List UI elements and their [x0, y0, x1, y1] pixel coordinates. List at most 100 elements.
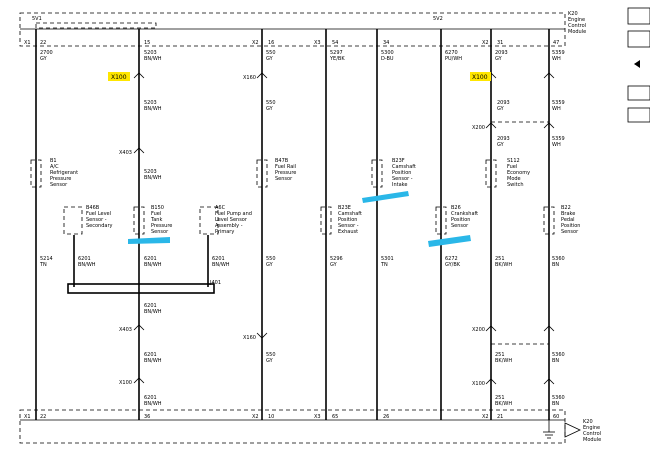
highlight-b150 — [128, 237, 170, 244]
svg-text:BN/WH: BN/WH — [144, 262, 162, 268]
svg-text:5296: 5296 — [330, 256, 343, 262]
svg-text:Pressure: Pressure — [50, 176, 71, 182]
svg-text:Fuel: Fuel — [151, 211, 161, 217]
top-module-id: K20 — [568, 11, 578, 17]
svg-text:Pressure: Pressure — [151, 223, 172, 229]
svg-text:550: 550 — [266, 50, 276, 56]
connector-x100-bottom-left: X100 — [119, 380, 132, 386]
chevron-b22-d — [543, 378, 555, 385]
svg-text:BN/WH: BN/WH — [212, 262, 230, 268]
bottom-pin-22: 22 — [40, 414, 46, 420]
svg-text:B1: B1 — [50, 158, 57, 164]
svg-text:Switch: Switch — [507, 182, 524, 188]
svg-text:TN: TN — [380, 262, 388, 268]
svg-text:BN: BN — [552, 401, 559, 407]
chevron-x100-a — [133, 72, 145, 79]
bottom-module-line1: Engine — [583, 425, 600, 431]
chevron-b22-a — [543, 72, 555, 79]
wire-label-5203-mid: 5203 BN/WH — [144, 100, 162, 112]
top-5v1-region — [35, 22, 157, 29]
chevron-x200-a — [485, 122, 497, 129]
svg-text:GY/BK: GY/BK — [445, 262, 461, 268]
wire-label-6201-low: 6201 BN/WH — [144, 352, 162, 364]
svg-text:Refrigerant: Refrigerant — [50, 170, 78, 176]
label-b46b: B46B Fuel Level Sensor - Secondary — [86, 205, 113, 229]
svg-text:5359: 5359 — [552, 50, 565, 56]
svg-text:GY: GY — [497, 142, 505, 148]
label-b1: B1 A/C Refrigerant Pressure Sensor — [50, 158, 78, 188]
top-pin-x2b: X2 — [482, 40, 489, 46]
wire-label-5214: 5214 TN — [39, 256, 53, 268]
svg-text:GY: GY — [497, 106, 505, 112]
bottom-pin-21: 21 — [497, 414, 503, 420]
ground-icon — [543, 420, 555, 439]
svg-text:5297: 5297 — [330, 50, 343, 56]
svg-text:BN/WH: BN/WH — [78, 262, 96, 268]
svg-text:WH: WH — [552, 106, 561, 112]
svg-text:6270: 6270 — [445, 50, 458, 56]
svg-text:Brake: Brake — [561, 211, 575, 217]
label-b26: B26 Crankshaft Position Sensor — [451, 205, 478, 229]
svg-text:Position: Position — [338, 217, 357, 223]
connector-x403-bottom: X403 — [119, 327, 132, 333]
svg-text:5359: 5359 — [552, 100, 565, 106]
svg-text:550: 550 — [266, 100, 276, 106]
connector-x200-bottom: X200 — [472, 327, 485, 333]
svg-text:Position: Position — [561, 223, 580, 229]
svg-text:BK/WH: BK/WH — [495, 262, 512, 268]
highlight-b23f — [362, 191, 409, 203]
svg-text:Sensor: Sensor — [561, 229, 579, 235]
svg-text:2093: 2093 — [497, 100, 510, 106]
svg-text:Fuel Level: Fuel Level — [86, 211, 111, 217]
bottom-pin-x2: X2 — [252, 414, 259, 420]
svg-text:S112: S112 — [507, 158, 520, 164]
top-pin-34: 34 — [383, 40, 389, 46]
highlight-x100-right — [470, 72, 491, 81]
wire-label-2093-mid: 2093 GY — [497, 100, 510, 112]
box-b46b — [63, 206, 83, 235]
svg-text:Economy: Economy — [507, 170, 530, 176]
svg-text:5203: 5203 — [144, 50, 157, 56]
wire-label-6201-mid: 6201 BN/WH — [144, 303, 162, 315]
svg-text:6201: 6201 — [144, 352, 157, 358]
wire-label-251-bottom: 251 BK/WH — [495, 395, 512, 407]
svg-text:Secondary: Secondary — [86, 223, 113, 229]
chevron-x160-a — [256, 72, 268, 79]
wire-label-6201-a: 6201 BN/WH — [78, 256, 96, 268]
box-b1 — [30, 159, 42, 188]
top-pin-16: 16 — [268, 40, 274, 46]
wire-label-550-bottom: 550 GY — [266, 352, 276, 364]
label-b22: B22 Brake Pedal Position Sensor — [561, 205, 580, 235]
top-pin-22: 22 — [40, 40, 46, 46]
svg-text:A/C: A/C — [50, 164, 59, 170]
chevron-x160-b — [256, 332, 268, 339]
svg-text:GY: GY — [330, 262, 338, 268]
svg-text:Sensor: Sensor — [275, 176, 293, 182]
connector-x160-bottom: X160 — [243, 335, 256, 341]
top-pin-31: 31 — [497, 40, 503, 46]
svg-text:WH: WH — [552, 56, 561, 62]
svg-text:251: 251 — [495, 352, 505, 358]
svg-text:BN: BN — [552, 262, 559, 268]
splice-j401 — [67, 283, 215, 294]
svg-text:B23E: B23E — [338, 205, 351, 211]
chevron-x100-d — [485, 378, 497, 385]
wire-label-251: 251 BK/WH — [495, 256, 512, 268]
svg-text:Sensor -: Sensor - — [338, 223, 359, 229]
svg-text:GY: GY — [266, 358, 274, 364]
svg-text:251: 251 — [495, 256, 505, 262]
svg-text:BN/WH: BN/WH — [144, 175, 162, 181]
highlight-x100-left — [108, 72, 130, 81]
svg-text:5360: 5360 — [552, 256, 565, 262]
svg-text:6201: 6201 — [212, 256, 225, 262]
wire-label-5359-mid: 5359 WH — [552, 100, 565, 112]
top-module-box — [19, 12, 566, 47]
svg-text:A6C: A6C — [215, 205, 226, 211]
wire-label-5360-mid: 5360 BN — [552, 352, 565, 364]
wire-label-6201-c: 6201 BN/WH — [212, 256, 230, 268]
top-module-line3: Module — [568, 29, 586, 35]
label-b23e: B23E Camshaft Position Sensor - Exhaust — [338, 205, 362, 235]
wire-label-6201-bottom: 6201 BN/WH — [144, 395, 162, 407]
svg-text:Fuel Rail: Fuel Rail — [275, 164, 296, 170]
